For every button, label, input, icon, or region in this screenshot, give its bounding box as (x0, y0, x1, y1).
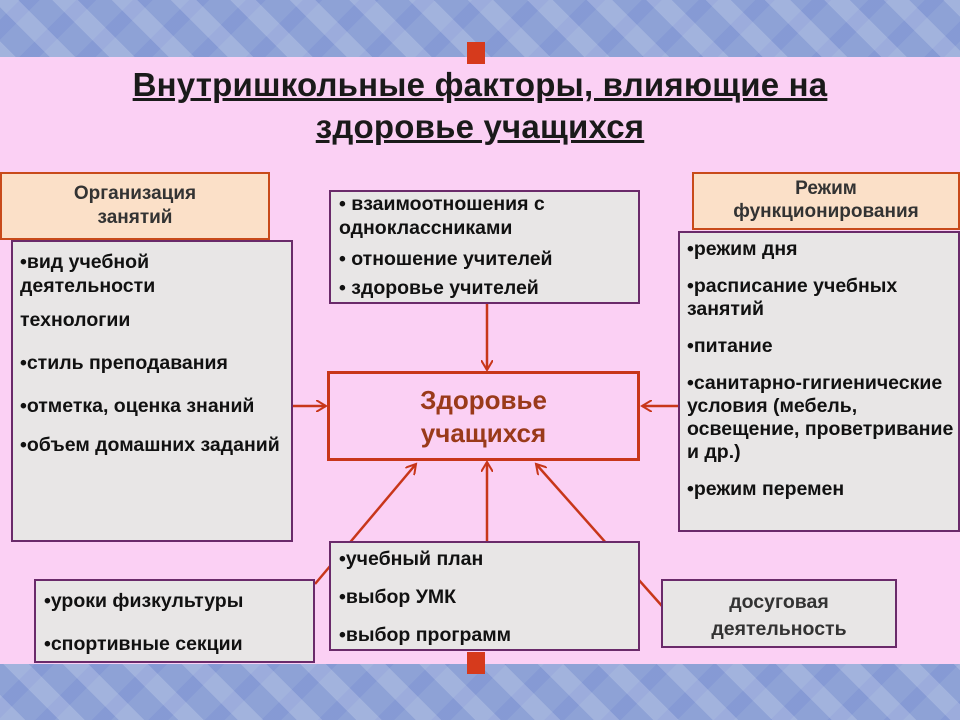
plan-item: •учебный план (339, 548, 484, 570)
slide-title: Внутришкольные факторы, влияющие на здор… (40, 64, 920, 148)
sport-box: •уроки физкультуры •спортивные секции (34, 579, 315, 663)
center-node: Здоровье учащихся (327, 371, 640, 461)
center-line-1: Здоровье (420, 385, 547, 415)
relations-item: • здоровье учителей (339, 277, 539, 299)
leisure-line-2: деятельность (711, 618, 847, 640)
org-item: •объем домашних заданий (20, 434, 280, 456)
sport-item: •спортивные секции (44, 633, 243, 655)
title-line-2: здоровье учащихся (315, 108, 645, 145)
plan-item: •выбор программ (339, 624, 512, 646)
org-header: Организация занятий (0, 172, 270, 240)
org-item: •вид учебной деятельности (20, 251, 156, 297)
top-marker (467, 42, 485, 64)
regime-item: •режим перемен (687, 478, 845, 500)
regime-item: •режим дня (687, 238, 798, 260)
org-box: •вид учебной деятельности технологии •ст… (11, 240, 293, 542)
regime-item: •санитарно-гигиенические условия (мебель… (687, 372, 954, 463)
relations-item: • взаимоотношения с одноклассниками (339, 193, 545, 239)
title-line-1: Внутришкольные факторы, влияющие на (132, 66, 828, 103)
regime-item: •питание (687, 335, 773, 357)
regime-item: •расписание учебных занятий (687, 275, 898, 320)
relations-box: • взаимоотношения с одноклассниками • от… (329, 190, 640, 304)
arrow-leisure-to-center (536, 464, 663, 607)
plan-item: •выбор УМК (339, 586, 457, 608)
sport-item: •уроки физкультуры (44, 590, 244, 612)
plan-box: •учебный план •выбор УМК •выбор программ (329, 541, 640, 651)
leisure-line-1: досуговая (729, 591, 829, 613)
regime-header-line-2: функционирования (733, 201, 919, 222)
center-line-2: учащихся (420, 418, 547, 448)
org-item: •отметка, оценка знаний (20, 395, 255, 417)
regime-header-line-1: Режим (795, 178, 857, 199)
bottom-marker (467, 652, 485, 674)
relations-item: • отношение учителей (339, 248, 553, 270)
org-header-line-2: занятий (97, 207, 173, 228)
leisure-box: досуговая деятельность (661, 579, 897, 648)
regime-header: Режим функционирования (692, 172, 960, 230)
regime-box: •режим дня •расписание учебных занятий •… (678, 231, 960, 532)
org-item: технологии (20, 309, 131, 331)
org-item: •стиль преподавания (20, 352, 228, 374)
org-header-line-1: Организация (73, 183, 197, 204)
